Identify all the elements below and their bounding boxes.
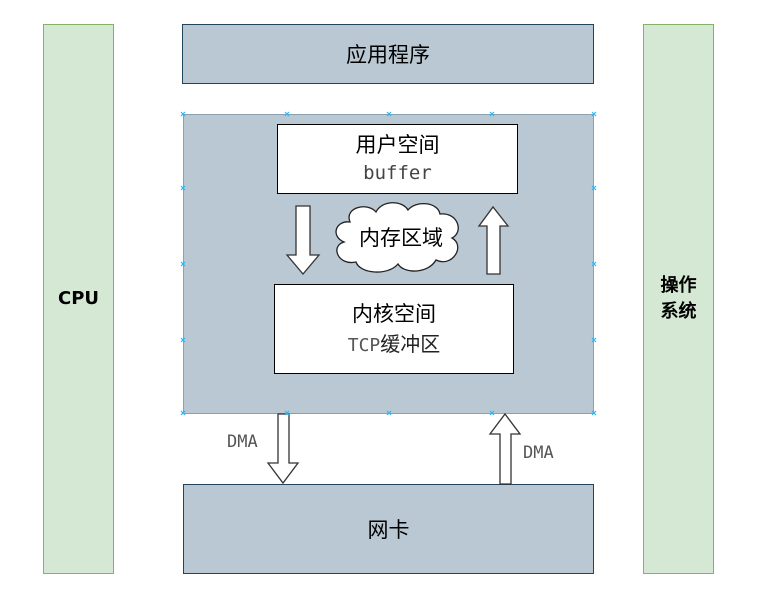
cloud-shape [335,202,459,273]
buffer-cjk-label: 缓冲区 [380,331,441,356]
application-label: 应用程序 [346,43,430,67]
user-space-box: 用户空间 buffer [277,124,518,194]
application-box: 应用程序 [182,24,594,84]
os-label-line1: 操作 [660,274,697,296]
user-space-buffer-label: buffer [363,162,432,185]
kernel-space-box: 内核空间 TCP缓冲区 [274,284,514,374]
dma-down-label: DMA [227,432,258,452]
cpu-panel: CPU [43,24,114,574]
os-label-line2: 系统 [660,301,697,322]
up-arrow-kernel-to-user [477,205,510,275]
os-panel: 操作 系统 [643,24,714,574]
selection-handles [180,111,597,416]
nic-box: 网卡 [183,484,594,574]
nic-label: 网卡 [367,518,410,542]
cloud-label: 内存区域 [359,226,443,250]
tcp-label: TCP [347,334,381,356]
dma-down-arrow [266,413,300,485]
user-space-title: 用户空间 [355,133,440,157]
kernel-space-title: 内核空间 [352,302,436,327]
down-arrow-user-to-kernel [285,205,321,276]
cpu-label: CPU [57,287,100,309]
dma-up-label: DMA [523,443,554,463]
dma-up-arrow [488,412,522,485]
kernel-space-buffer-label: TCP缓冲区 [348,330,441,359]
